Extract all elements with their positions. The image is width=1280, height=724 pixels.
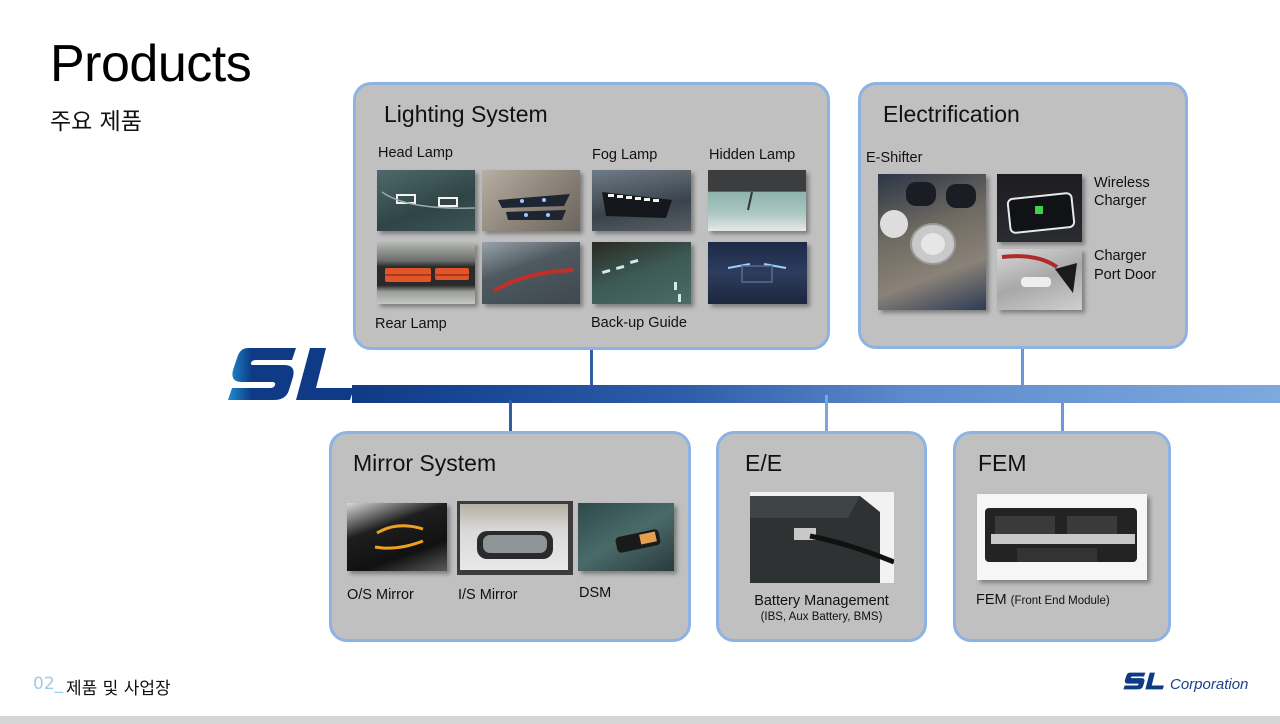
label-is-mirror: I/S Mirror xyxy=(458,587,518,603)
footer-page-number: 02_ xyxy=(33,674,64,694)
label-os-mirror: O/S Mirror xyxy=(347,587,414,603)
sl-logo-icon xyxy=(226,346,358,402)
panel-fem: FEM FEM (Front End Module) xyxy=(953,431,1171,642)
panel-title: Lighting System xyxy=(384,101,548,127)
label-fem-name: FEM xyxy=(976,592,1007,608)
label-e-shifter: E-Shifter xyxy=(866,150,923,166)
hidden-lamp-image-2 xyxy=(708,242,807,304)
connector-fem xyxy=(1061,400,1064,433)
page-subtitle: 주요 제품 xyxy=(50,109,142,135)
label-battery-management: Battery Management xyxy=(754,593,889,609)
label-battery-management-details: (IBS, Aux Battery, BMS) xyxy=(760,611,883,623)
panel-mirror-system: Mirror System O/S Mirror I/S Mirror DSM xyxy=(329,431,691,642)
connector-ee xyxy=(825,395,828,433)
corp-logo-icon xyxy=(1122,672,1166,690)
e-shifter-image xyxy=(878,174,986,310)
label-wireless-charger-line2: Charger xyxy=(1094,193,1147,209)
fog-lamp-image xyxy=(592,170,691,231)
timeline-bar xyxy=(352,385,1280,403)
label-charger-port-door-line1: Charger xyxy=(1094,248,1147,264)
panel-lighting-system: Lighting System Head Lamp Fog Lamp Hidde… xyxy=(353,82,830,350)
corp-name: Corporation xyxy=(1170,676,1249,693)
hidden-lamp-image xyxy=(708,170,806,231)
panel-title: Mirror System xyxy=(353,450,497,476)
panel-electrification: Electrification E-Shifter Wireless Charg… xyxy=(858,82,1188,349)
page-title: Products xyxy=(50,35,252,93)
connector-lighting xyxy=(590,347,593,387)
head-lamp-image-1 xyxy=(377,170,475,231)
label-hidden-lamp: Hidden Lamp xyxy=(709,147,796,163)
is-mirror-image xyxy=(457,501,573,575)
label-fem: FEM (Front End Module) xyxy=(976,592,1110,608)
connector-mirror xyxy=(509,400,512,433)
footer-section-title: 제품 및 사업장 xyxy=(66,679,171,699)
panel-title: E/E xyxy=(745,450,783,476)
label-rear-lamp: Rear Lamp xyxy=(375,316,447,332)
label-wireless-charger-line1: Wireless xyxy=(1094,175,1150,191)
rear-lamp-image-1 xyxy=(377,242,475,304)
panel-ee: E/E Battery Management (IBS, Aux Battery… xyxy=(716,431,927,642)
front-end-module-image xyxy=(977,494,1147,580)
charger-port-door-image xyxy=(997,249,1082,310)
label-fog-lamp: Fog Lamp xyxy=(592,147,658,163)
dsm-image xyxy=(578,503,674,571)
battery-management-image xyxy=(750,492,894,583)
wireless-charger-image xyxy=(997,174,1082,242)
label-fem-details: (Front End Module) xyxy=(1010,595,1110,607)
label-charger-port-door-line2: Port Door xyxy=(1094,267,1157,283)
rear-lamp-image-2 xyxy=(482,242,580,304)
bottom-strip xyxy=(0,716,1280,724)
backup-guide-image xyxy=(592,242,691,304)
connector-electrification xyxy=(1021,347,1024,387)
label-backup-guide: Back-up Guide xyxy=(591,315,687,331)
panel-title: FEM xyxy=(978,450,1027,476)
os-mirror-image xyxy=(347,503,447,571)
label-dsm: DSM xyxy=(579,585,612,601)
panel-title: Electrification xyxy=(883,101,1020,127)
label-head-lamp: Head Lamp xyxy=(378,145,453,161)
head-lamp-image-2 xyxy=(482,170,580,231)
